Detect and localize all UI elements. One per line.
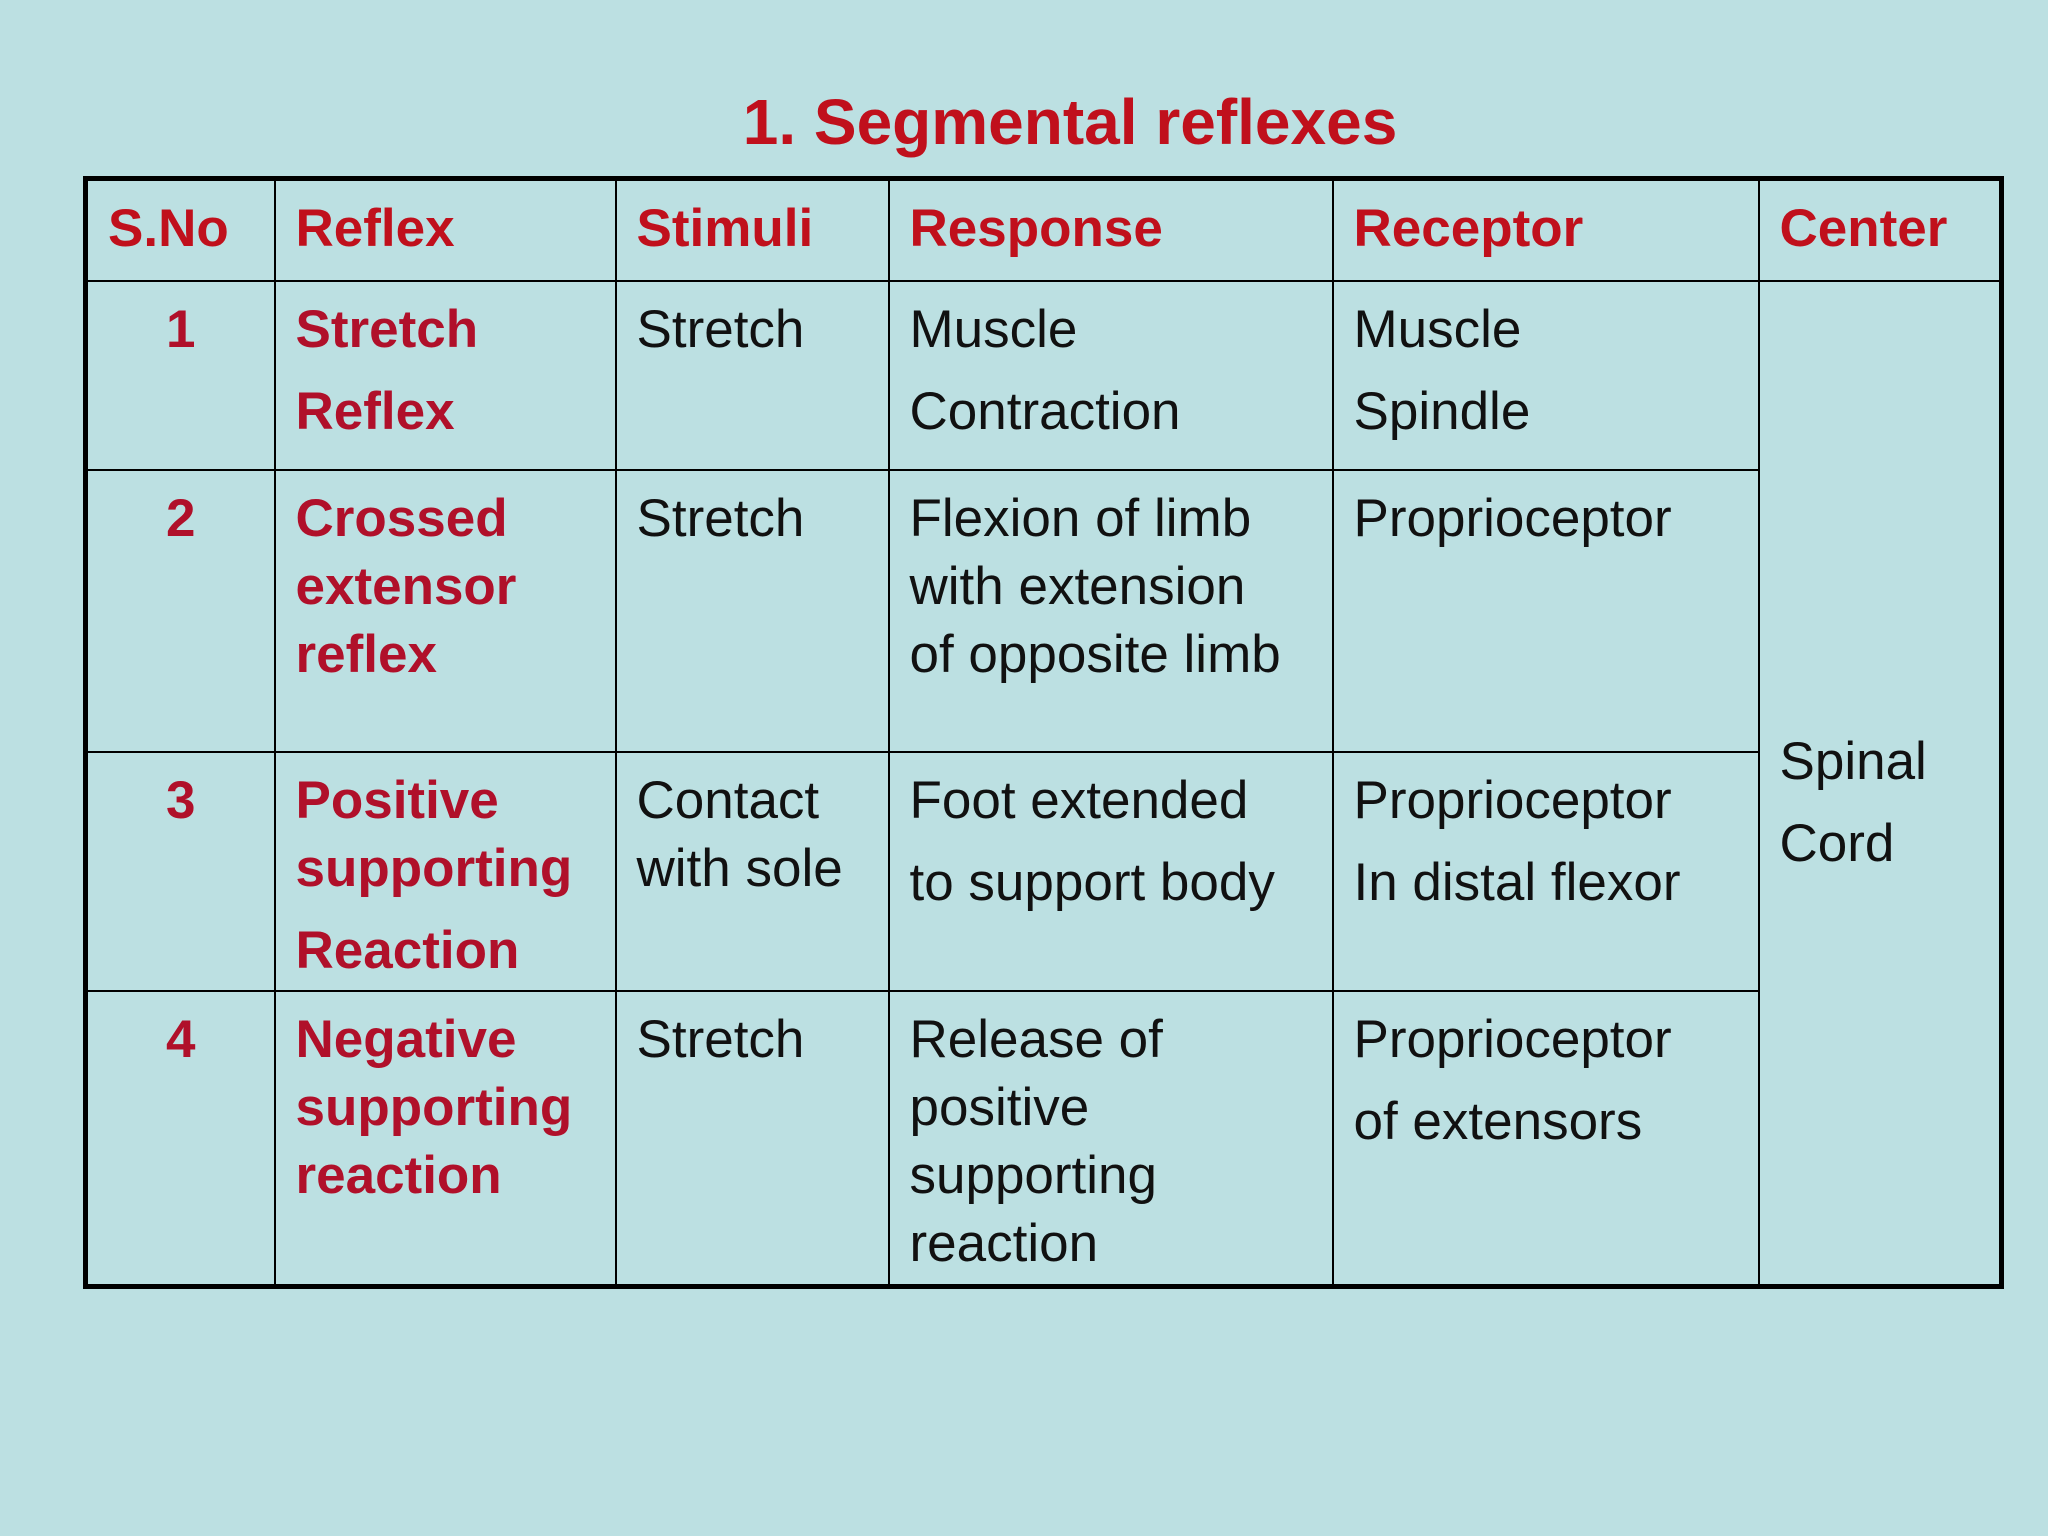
table-row: 3 Positive supporting Reaction Contact w…	[84, 750, 2002, 992]
header-sno: S.No	[84, 177, 276, 282]
row-response: Flexion of limb with extension of opposi…	[887, 468, 1334, 753]
center-cell: Spinal Cord	[1757, 279, 2003, 1288]
row-reflex: Positive supporting Reaction	[273, 750, 617, 992]
row-response: Release of positive supporting reaction	[887, 989, 1334, 1288]
header-receptor: Receptor	[1331, 177, 1760, 282]
row-receptor: Muscle Spindle	[1331, 279, 1760, 471]
row-sno: 2	[84, 468, 276, 753]
row-stimuli: Contact with sole	[614, 750, 890, 992]
row-sno: 1	[84, 279, 276, 471]
header-stimuli: Stimuli	[614, 177, 890, 282]
table-header-row: S.No Reflex Stimuli Response Receptor Ce…	[84, 177, 2003, 282]
row-receptor: Proprioceptor In distal flexor	[1331, 750, 1760, 992]
row-stimuli: Stretch	[614, 468, 890, 753]
row-response: Foot extended to support body	[887, 750, 1334, 992]
row-response: Muscle Contraction	[887, 279, 1334, 471]
table-row: 4 Negative supporting reaction Stretch R…	[84, 989, 2002, 1288]
row-sno: 4	[84, 989, 276, 1288]
row-receptor: Proprioceptor	[1331, 468, 1760, 753]
slide-title: 1. Segmental reflexes	[742, 86, 1398, 158]
reflex-table: S.No Reflex Stimuli Response Receptor Ce…	[83, 176, 2004, 1289]
header-response: Response	[887, 177, 1334, 282]
row-reflex: Negative supporting reaction	[273, 989, 617, 1288]
row-reflex: Crossed extensor reflex	[273, 468, 617, 753]
table-row: 1 Stretch Reflex Stretch Muscle Contract…	[84, 279, 2003, 1288]
header-reflex: Reflex	[273, 177, 617, 282]
row-sno: 3	[84, 750, 276, 992]
row-stimuli: Stretch	[614, 989, 890, 1288]
header-center: Center	[1757, 177, 2003, 282]
table-row: 2 Crossed extensor reflex Stretch Flexio…	[84, 468, 2002, 753]
row-reflex: Stretch Reflex	[273, 279, 617, 471]
row-stimuli: Stretch	[614, 279, 890, 471]
row-receptor: Proprioceptor of extensors	[1331, 989, 1760, 1288]
